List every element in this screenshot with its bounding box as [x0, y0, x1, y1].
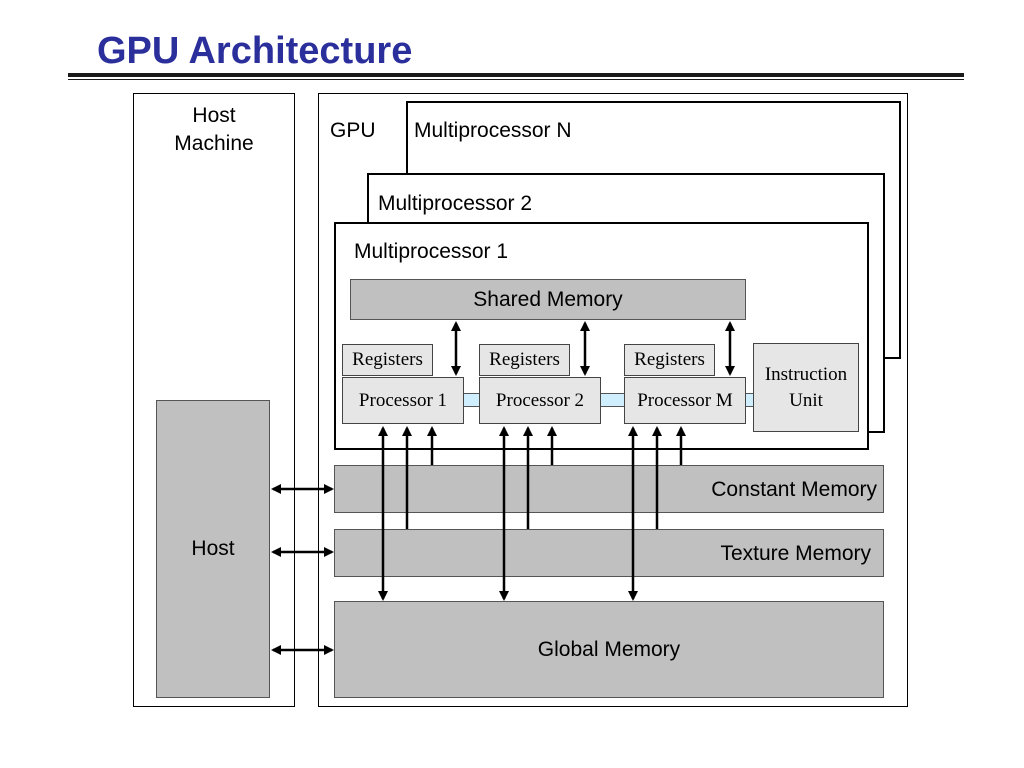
multiprocessor-1-label: Multiprocessor 1	[354, 240, 509, 263]
processor-m: Processor M	[624, 377, 746, 424]
global-memory-label: Global Memory	[537, 637, 681, 661]
host-machine-label: Host Machine	[133, 102, 295, 158]
processor-1: Processor 1	[342, 377, 464, 424]
host-machine-label-line1: Host	[192, 104, 236, 127]
multiprocessor-2-label: Multiprocessor 2	[378, 192, 533, 215]
instruction-unit-line1: Instruction	[764, 363, 848, 385]
registers-1: Registers	[342, 344, 433, 376]
constant-memory-label: Constant Memory	[711, 478, 877, 501]
shared-memory: Shared Memory	[350, 279, 746, 320]
host-label: Host	[191, 537, 235, 560]
shared-memory-label: Shared Memory	[473, 287, 623, 311]
title-underline	[68, 73, 964, 77]
registers-2: Registers	[479, 344, 570, 376]
multiprocessor-n-label: Multiprocessor N	[414, 119, 572, 142]
host-box: Host	[156, 400, 270, 698]
page-title: GPU Architecture	[97, 30, 413, 72]
global-memory: Global Memory	[334, 601, 884, 698]
title-underline-thin	[68, 79, 964, 80]
texture-memory-label: Texture Memory	[720, 542, 871, 565]
instruction-unit-line2: Unit	[789, 389, 823, 411]
processor-2: Processor 2	[479, 377, 601, 424]
registers-m: Registers	[624, 344, 715, 376]
constant-memory: Constant Memory	[334, 465, 884, 513]
texture-memory: Texture Memory	[334, 529, 884, 577]
gpu-label: GPU	[330, 119, 376, 142]
instruction-unit: Instruction Unit	[753, 343, 859, 432]
host-machine-label-line2: Machine	[174, 132, 254, 155]
